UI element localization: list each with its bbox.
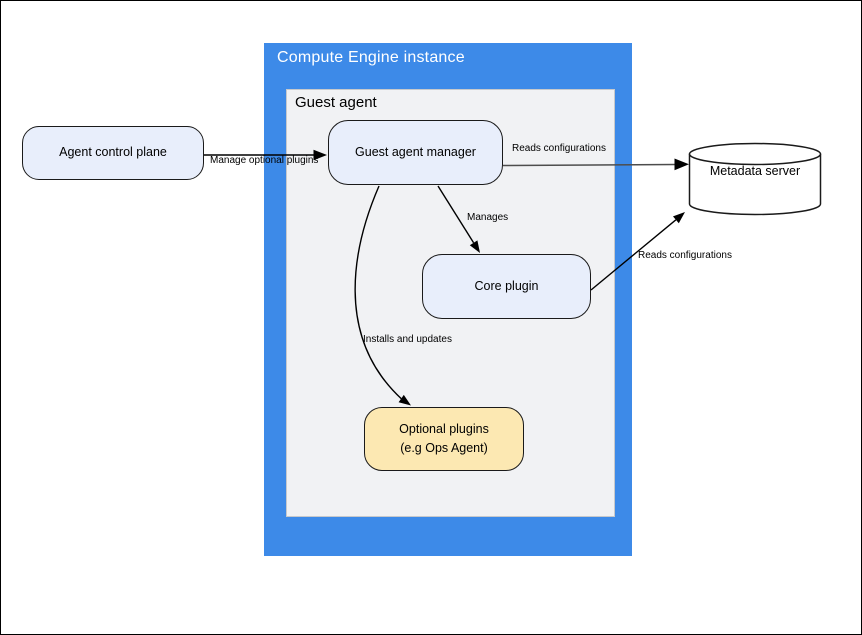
edge-label-reads-configurations-core: Reads configurations	[638, 250, 732, 261]
node-core-plugin: Core plugin	[422, 254, 591, 319]
compute-engine-instance-title: Compute Engine instance	[277, 49, 465, 66]
agent-control-plane-label: Agent control plane	[59, 145, 167, 160]
database-cylinder-icon	[688, 142, 822, 216]
edge-label-installs-and-updates: Installs and updates	[363, 334, 452, 345]
node-agent-control-plane: Agent control plane	[22, 126, 204, 180]
core-plugin-label: Core plugin	[474, 278, 539, 293]
edge-label-manage-optional-plugins: Manage optional plugins	[210, 155, 319, 166]
node-metadata-server: Metadata server	[688, 142, 822, 217]
guest-agent-manager-label: Guest agent manager	[355, 144, 476, 159]
edge-label-reads-configurations-manager: Reads configurations	[512, 143, 606, 154]
optional-plugins-label-line1: Optional plugins	[399, 421, 489, 436]
metadata-server-label: Metadata server	[709, 164, 801, 178]
node-guest-agent-manager: Guest agent manager	[328, 120, 503, 185]
node-optional-plugins: Optional plugins (e.g Ops Agent)	[364, 407, 524, 471]
edge-label-manages: Manages	[467, 212, 509, 223]
optional-plugins-label-line2: (e.g Ops Agent)	[400, 441, 488, 455]
guest-agent-title: Guest agent	[295, 94, 377, 111]
